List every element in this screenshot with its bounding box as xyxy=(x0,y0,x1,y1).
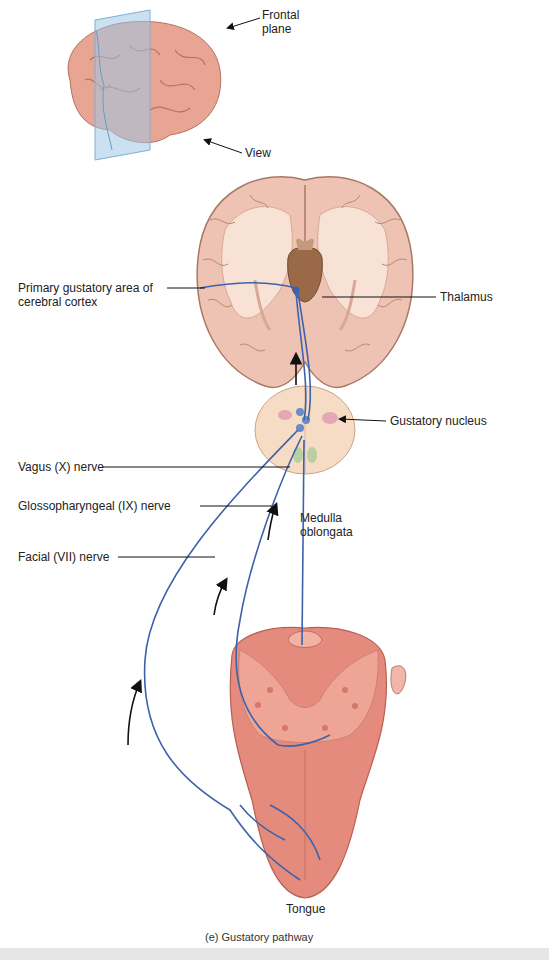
synapse-dot xyxy=(293,287,300,294)
medulla xyxy=(255,386,355,474)
structure-label: Thalamus xyxy=(440,290,493,304)
cortex-label: Primary gustatory area of cerebral corte… xyxy=(18,281,166,309)
footer-band xyxy=(0,948,549,960)
nerve-label: Facial (VII) nerve xyxy=(18,550,109,564)
plane-label: Frontal plane xyxy=(262,8,312,36)
leader-line xyxy=(228,18,260,28)
structure-label: Medulla oblongata xyxy=(300,511,370,539)
organ-label: Tongue xyxy=(286,902,325,916)
direction-arrows xyxy=(128,355,296,745)
nerve-label: Glossopharyngeal (IX) nerve xyxy=(18,499,171,513)
leader-line xyxy=(340,419,386,421)
figure-caption: (e) Gustatory pathway xyxy=(205,931,313,944)
leader-line xyxy=(205,140,242,153)
coronal-section xyxy=(197,177,413,388)
view-label: View xyxy=(245,146,271,160)
brain-icon xyxy=(68,10,221,160)
tongue xyxy=(230,627,406,898)
nerve-label: Vagus (X) nerve xyxy=(18,460,104,474)
leader-lines xyxy=(102,288,436,557)
nerve-fibers xyxy=(145,283,330,880)
nucleus-label: Gustatory nucleus xyxy=(390,414,487,428)
